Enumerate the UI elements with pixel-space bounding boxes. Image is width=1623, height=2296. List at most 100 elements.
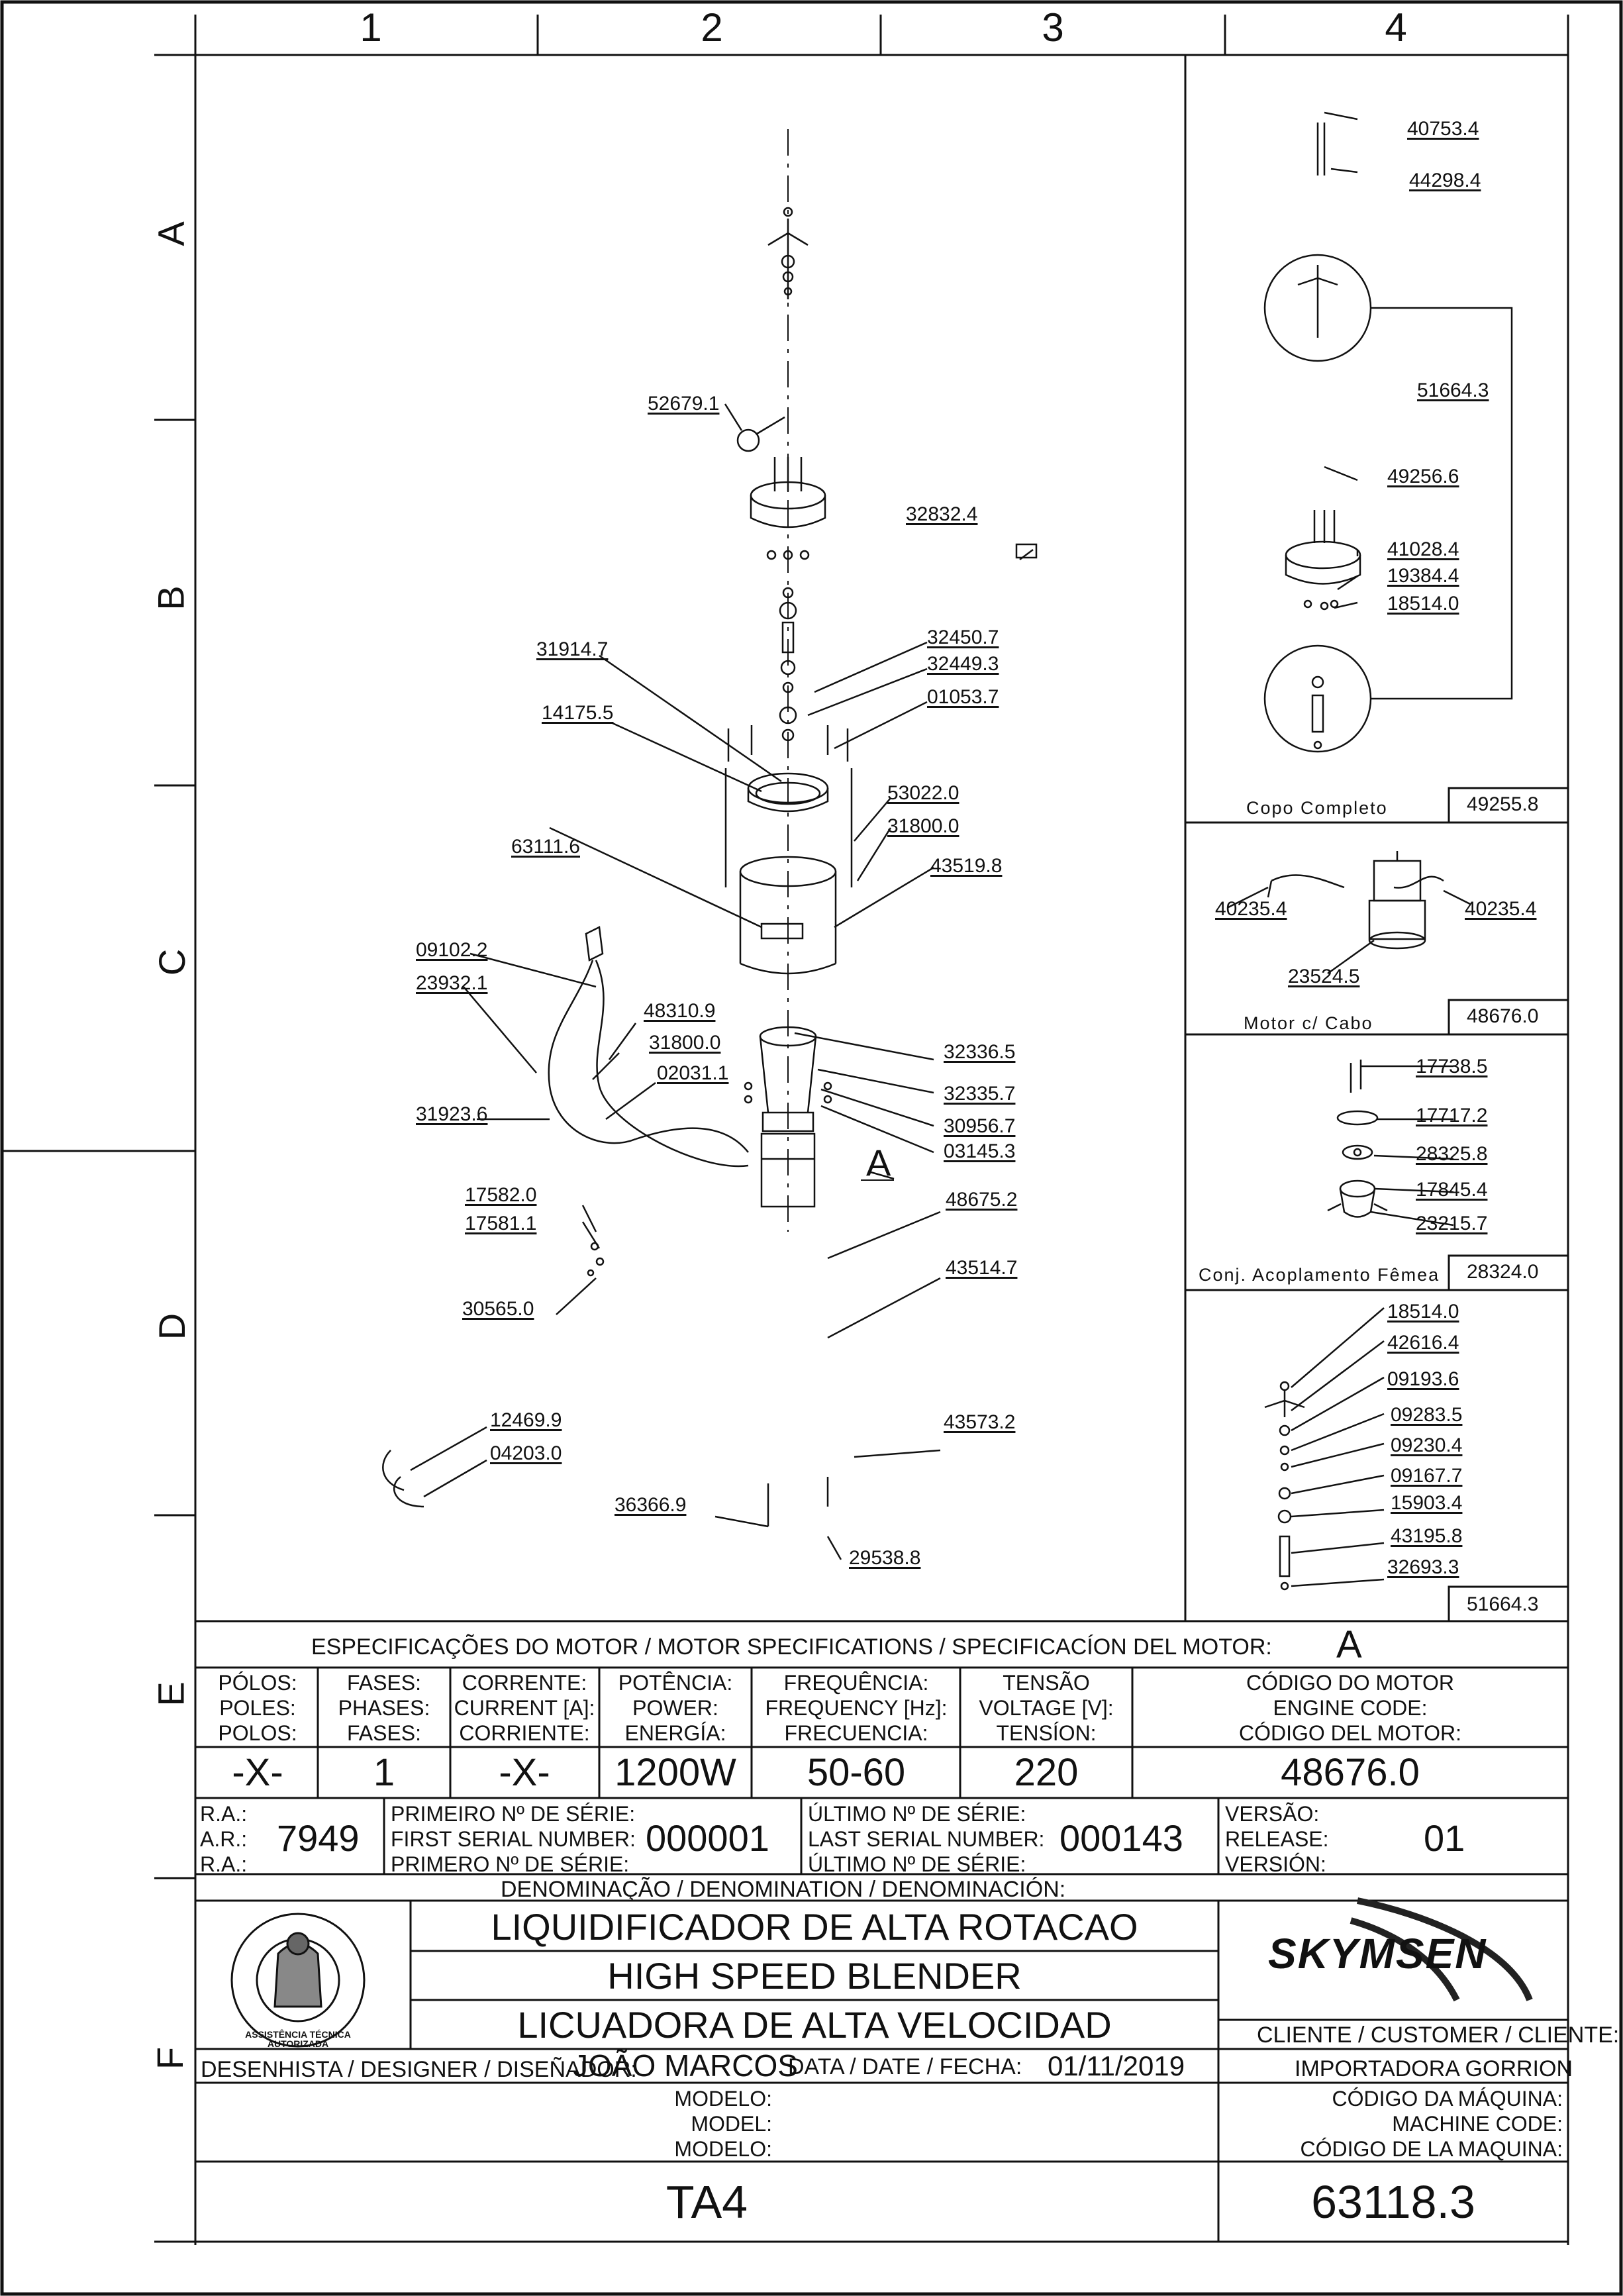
denomination-en: HIGH SPEED BLENDER xyxy=(607,1955,1022,1997)
spec-header-poles: PÓLOS: POLES: POLOS: xyxy=(218,1671,297,1745)
brand-swoosh xyxy=(1350,1897,1533,2002)
model-value: TA4 xyxy=(665,2176,748,2228)
panel-caption-coupling: Conj. Acoplamento Fêmea xyxy=(1199,1265,1440,1285)
blade-callout: 42616.4 xyxy=(1387,1332,1459,1354)
coupling-callout: 28325.8 xyxy=(1416,1143,1488,1165)
blade-callout: 32693.3 xyxy=(1387,1556,1459,1578)
part-callout: 43514.7 xyxy=(946,1257,1018,1279)
blade-callout: 15903.4 xyxy=(1391,1492,1463,1514)
part-callout: 32832.4 xyxy=(906,503,978,525)
spec-value-voltage: 220 xyxy=(1014,1751,1079,1794)
spec-value-frequency: 50-60 xyxy=(807,1751,906,1794)
designer-label: DESENHISTA / DESIGNER / DISEÑADOR: xyxy=(201,2057,637,2082)
cup-callout: 41028.4 xyxy=(1387,538,1459,560)
grid-col-2: 2 xyxy=(701,5,723,50)
grid-row-c: C xyxy=(151,948,193,976)
part-callout: 03145.3 xyxy=(944,1140,1016,1162)
blade-callout: 09193.6 xyxy=(1387,1368,1459,1390)
blade-callout: 09283.5 xyxy=(1391,1404,1463,1426)
part-callout: 14175.5 xyxy=(542,702,614,724)
part-callout: 30956.7 xyxy=(944,1115,1016,1137)
version-label: VERSÃO: RELEASE: VERSIÓN: xyxy=(1225,1802,1329,1876)
panel-code-cup: 49255.8 xyxy=(1467,793,1539,815)
spec-header-phases: FASES: PHASES: FASES: xyxy=(338,1671,430,1745)
part-callout: 09102.2 xyxy=(416,939,488,961)
denomination-label: DENOMINAÇÃO / DENOMINATION / DENOMINACIÓ… xyxy=(501,1877,1066,1902)
part-callout: 17581.1 xyxy=(465,1213,537,1234)
panel-code-motor: 48676.0 xyxy=(1467,1005,1539,1027)
denomination-es: LICUADORA DE ALTA VELOCIDAD xyxy=(517,2004,1112,2046)
grid-row-a: A xyxy=(150,221,192,246)
motor-callout: 40235.4 xyxy=(1215,898,1287,920)
first-serial-label: PRIMEIRO Nº DE SÉRIE: FIRST SERIAL NUMBE… xyxy=(391,1802,636,1876)
spec-title: ESPECIFICAÇÕES DO MOTOR / MOTOR SPECIFIC… xyxy=(311,1634,1272,1660)
grid-row-e: E xyxy=(150,1681,192,1707)
part-callout: 23932.1 xyxy=(416,972,488,994)
ra-value: 7949 xyxy=(277,1817,360,1859)
spec-header-voltage: TENSÃO VOLTAGE [V]: TENSÍON: xyxy=(979,1671,1114,1745)
cup-callout: 49256.6 xyxy=(1387,466,1459,487)
cup-callout: 18514.0 xyxy=(1387,593,1459,615)
coupling-callout: 23215.7 xyxy=(1416,1213,1488,1234)
panel-caption-cup: Copo Completo xyxy=(1246,798,1388,818)
panel-code-blade: 51664.3 xyxy=(1467,1593,1539,1615)
grid-row-d: D xyxy=(151,1313,193,1340)
part-callout: 31914.7 xyxy=(536,638,609,660)
designer-value: JOÃO MARCOS xyxy=(573,2048,798,2083)
part-callout: 63111.6 xyxy=(511,836,580,858)
blade-callout: 18514.0 xyxy=(1387,1301,1459,1323)
part-callout: 17582.0 xyxy=(465,1184,537,1206)
grid-col-1: 1 xyxy=(360,5,382,50)
part-callout: 32335.7 xyxy=(944,1083,1016,1105)
part-callout: 30565.0 xyxy=(462,1298,534,1320)
coupling-callout: 17738.5 xyxy=(1416,1056,1488,1077)
panel-code-coupling: 28324.0 xyxy=(1467,1261,1539,1283)
grid-row-f: F xyxy=(149,2046,191,2070)
spec-value-phases: 1 xyxy=(373,1751,395,1794)
seal-emblem xyxy=(230,1913,366,2048)
spec-value-engine-code: 48676.0 xyxy=(1281,1751,1420,1794)
seal-text: ASSISTÊNCIA TÉCNICA AUTORIZADA xyxy=(245,2029,351,2049)
last-serial-label: ÚLTIMO Nº DE SÉRIE: LAST SERIAL NUMBER: … xyxy=(808,1802,1045,1876)
blade-callout: 09230.4 xyxy=(1391,1434,1463,1456)
coupling-callout: 17717.2 xyxy=(1416,1105,1488,1126)
part-callout: 29538.8 xyxy=(849,1547,921,1569)
last-serial-value: 000143 xyxy=(1059,1817,1183,1859)
motor-callout: 23524.5 xyxy=(1288,966,1360,987)
part-callout: 52679.1 xyxy=(648,393,720,415)
part-callout: 04203.0 xyxy=(490,1442,562,1464)
part-callout: 31923.6 xyxy=(416,1103,488,1125)
customer-value: IMPORTADORA GORRION xyxy=(1295,2056,1573,2081)
spec-header-current: CORRENTE: CURRENT [A]: CORRIENTE: xyxy=(454,1671,595,1745)
cup-callout: 51664.3 xyxy=(1417,379,1489,401)
motor-callout: 40235.4 xyxy=(1465,898,1537,920)
part-callout: 36366.9 xyxy=(615,1494,687,1516)
blade-callout: 43195.8 xyxy=(1391,1525,1463,1547)
cup-callout: 40753.4 xyxy=(1407,118,1479,140)
part-callout: 31800.0 xyxy=(649,1032,721,1054)
grid-col-3: 3 xyxy=(1042,5,1064,50)
part-callout: 32449.3 xyxy=(927,653,999,675)
panel-caption-motor: Motor c/ Cabo xyxy=(1244,1013,1373,1033)
brand-logo: SKYMSEN xyxy=(1268,1930,1487,1977)
model-label: MODELO: MODEL: MODELO: xyxy=(674,2087,772,2161)
part-callout: 43573.2 xyxy=(944,1411,1016,1433)
part-callout: 48310.9 xyxy=(644,1000,716,1022)
part-callout: 48675.2 xyxy=(946,1189,1018,1211)
blade-callout: 09167.7 xyxy=(1391,1465,1463,1487)
date-label: DATA / DATE / FECHA: xyxy=(788,2054,1022,2079)
customer-label: CLIENTE / CUSTOMER / CLIENTE: xyxy=(1257,2022,1620,2048)
machine-code-value: 63118.3 xyxy=(1311,2176,1475,2228)
motor-letter-marker: A xyxy=(866,1142,891,1183)
spec-value-poles: -X- xyxy=(232,1751,283,1794)
machine-code-label: CÓDIGO DA MÁQUINA: MACHINE CODE: CÓDIGO … xyxy=(1300,2087,1563,2161)
part-callout: 01053.7 xyxy=(927,686,999,708)
version-value: 01 xyxy=(1424,1817,1465,1859)
spec-header-engine-code: CÓDIGO DO MOTOR ENGINE CODE: CÓDIGO DEL … xyxy=(1238,1671,1462,1745)
grid-row-b: B xyxy=(150,585,192,611)
ra-label: R.A.: A.R.: R.A.: xyxy=(200,1802,248,1876)
cup-callout: 44298.4 xyxy=(1409,170,1481,191)
part-callout: 53022.0 xyxy=(887,782,959,804)
